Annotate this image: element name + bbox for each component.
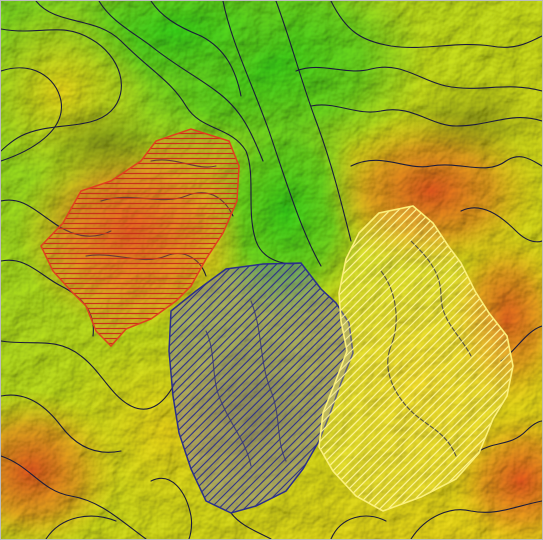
contour-line — [98, 1, 264, 162]
contour-line — [295, 66, 542, 92]
contour-line — [150, 477, 193, 539]
hatched-zones — [40, 128, 514, 514]
contour-line — [310, 104, 542, 127]
contour-line — [35, 1, 302, 265]
contour-line — [275, 1, 352, 242]
contour-line — [150, 1, 242, 97]
contour-line — [1, 455, 147, 539]
contour-line — [330, 515, 387, 539]
zone-east[interactable] — [318, 205, 514, 512]
contour-line — [478, 420, 542, 452]
contour-line — [330, 1, 542, 48]
contour-line — [410, 500, 542, 539]
contour-line — [222, 1, 322, 267]
contour-line — [1, 340, 177, 410]
contour-line — [1, 28, 122, 152]
zone-west[interactable] — [40, 128, 240, 348]
contour-line — [460, 207, 542, 243]
contour-line — [1, 67, 62, 162]
contour-line — [45, 515, 117, 539]
contour-line — [230, 512, 272, 539]
contour-line — [350, 156, 542, 169]
contour-line — [1, 394, 122, 453]
